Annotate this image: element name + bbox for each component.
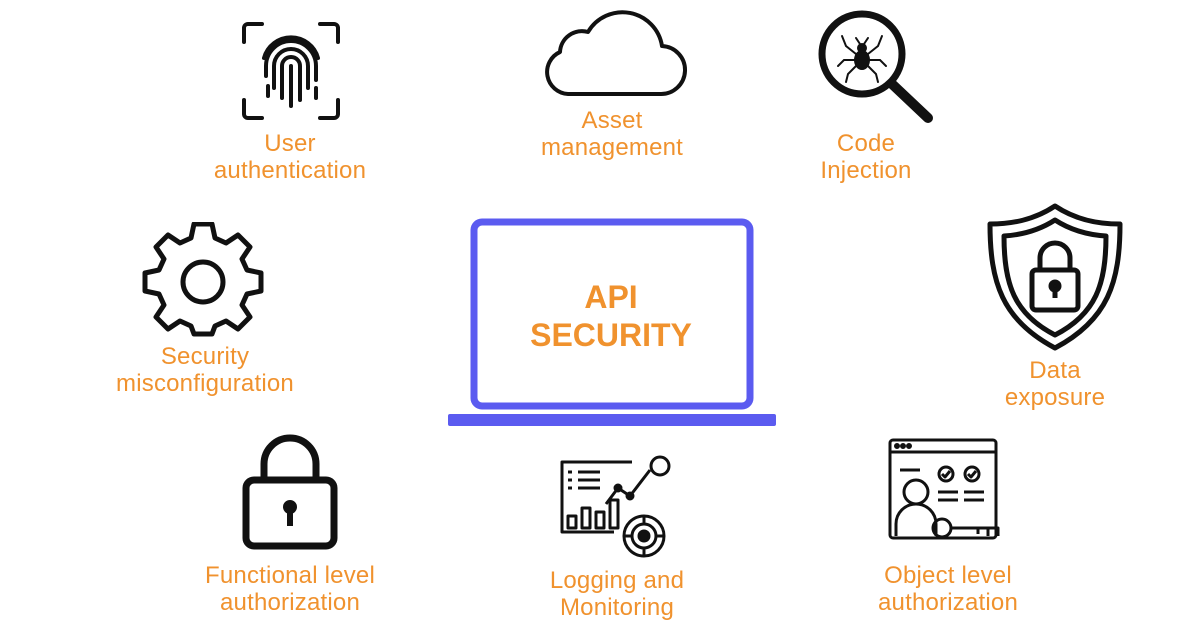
analytics-icon — [560, 455, 671, 558]
gear-icon — [142, 222, 264, 337]
magnifier-bug-icon — [818, 10, 933, 123]
item-label: Security misconfiguration — [116, 343, 294, 397]
item-label: Functional level authorization — [205, 562, 375, 616]
padlock-icon — [242, 434, 338, 550]
cloud-icon — [545, 10, 687, 97]
laptop-icon — [448, 218, 776, 426]
user-key-icon — [888, 438, 1000, 540]
item-label: Asset management — [540, 107, 684, 161]
item-label: Object level authorization — [877, 562, 1019, 616]
fingerprint-icon — [242, 22, 340, 120]
item-label: Data exposure — [1004, 357, 1106, 411]
item-label: Code Injection — [820, 130, 912, 184]
center-title-line1: API — [584, 279, 638, 315]
item-label: Logging and Monitoring — [549, 567, 685, 621]
center-title-line2: SECURITY — [530, 317, 692, 353]
shield-lock-icon — [987, 203, 1123, 351]
item-label: User authentication — [213, 130, 367, 184]
center-title: API SECURITY — [470, 278, 752, 354]
